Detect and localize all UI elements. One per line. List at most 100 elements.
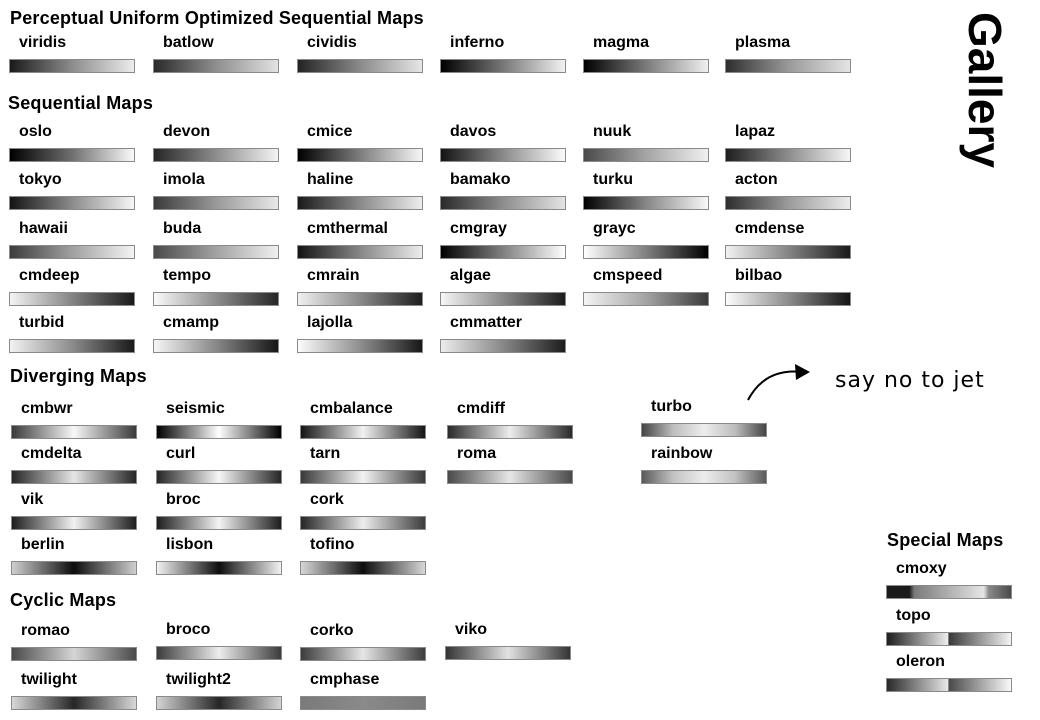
colormap-bar	[886, 678, 1012, 692]
colormap-berlin: berlin	[11, 535, 137, 575]
say-no-to-jet-note: say no to jet	[835, 368, 985, 393]
colormap-bar	[297, 59, 423, 73]
colormap-bar	[300, 696, 426, 710]
colormap-label: tempo	[163, 267, 211, 284]
colormap-bamako: bamako	[440, 170, 566, 210]
colormap-algae: algae	[440, 266, 566, 306]
colormap-cork: cork	[300, 490, 426, 530]
colormap-bar	[641, 470, 767, 484]
colormap-label: cmdeep	[19, 267, 80, 284]
colormap-bar	[300, 647, 426, 661]
colormap-label: roma	[457, 445, 497, 462]
colormap-cmgray: cmgray	[440, 219, 566, 259]
colormap-label: cmamp	[163, 314, 220, 331]
colormap-label: romao	[21, 622, 70, 639]
colormap-label: batlow	[163, 34, 214, 51]
colormap-corko: corko	[300, 621, 426, 661]
colormap-bar	[641, 423, 767, 437]
colormap-bar	[300, 561, 426, 575]
colormap-bar	[11, 470, 137, 484]
colormap-label: hawaii	[19, 220, 68, 237]
colormap-bar	[11, 561, 137, 575]
colormap-bar	[156, 561, 282, 575]
colormap-bar	[440, 292, 566, 306]
colormap-label: cmdiff	[457, 400, 505, 417]
colormap-inferno: inferno	[440, 33, 566, 73]
colormap-label: lapaz	[735, 123, 776, 140]
section-title-sequential: Sequential Maps	[8, 93, 154, 113]
colormap-bar	[583, 245, 709, 259]
colormap-label: cmice	[307, 123, 353, 140]
colormap-label: tarn	[310, 445, 341, 462]
colormap-label: broc	[166, 491, 201, 508]
colormap-label: oleron	[896, 653, 945, 670]
colormap-bar	[153, 245, 279, 259]
colormap-label: imola	[163, 171, 205, 188]
colormap-label: cmdelta	[21, 445, 82, 462]
colormap-bar	[153, 339, 279, 353]
colormap-bar	[297, 339, 423, 353]
colormap-bar	[9, 59, 135, 73]
colormap-rainbow: rainbow	[641, 444, 767, 484]
colormap-bar	[583, 148, 709, 162]
colormap-romao: romao	[11, 621, 137, 661]
colormap-bar	[156, 425, 282, 439]
section-title-perceptual: Perceptual Uniform Optimized Sequential …	[10, 8, 424, 28]
colormap-buda: buda	[153, 219, 279, 259]
colormap-bar	[300, 425, 426, 439]
colormap-bar	[725, 245, 851, 259]
colormap-label: cmmatter	[450, 314, 523, 331]
colormap-bar	[440, 59, 566, 73]
colormap-bar	[725, 148, 851, 162]
colormap-bar	[886, 632, 1012, 646]
colormap-oslo: oslo	[9, 122, 135, 162]
colormap-lisbon: lisbon	[156, 535, 282, 575]
colormap-label: oslo	[19, 123, 52, 140]
colormap-label: plasma	[735, 34, 791, 51]
colormap-bar	[297, 292, 423, 306]
colormap-cmbalance: cmbalance	[300, 399, 426, 439]
colormap-twilight: twilight	[11, 670, 137, 710]
colormap-label: algae	[450, 267, 491, 284]
colormap-bar	[440, 339, 566, 353]
colormap-label: cmthermal	[307, 220, 388, 237]
colormap-label: berlin	[21, 536, 65, 553]
colormap-bar	[447, 470, 573, 484]
gallery-title: Gallery	[955, 10, 1015, 170]
colormap-tokyo: tokyo	[9, 170, 135, 210]
colormap-lapaz: lapaz	[725, 122, 851, 162]
colormap-imola: imola	[153, 170, 279, 210]
colormap-label: bilbao	[735, 267, 783, 284]
colormap-cmice: cmice	[297, 122, 423, 162]
colormap-roma: roma	[447, 444, 573, 484]
colormap-bar	[9, 292, 135, 306]
section-title-special: Special Maps	[887, 530, 1004, 550]
colormap-label: cmphase	[310, 671, 380, 688]
colormap-cmrain: cmrain	[297, 266, 423, 306]
colormap-label: broco	[166, 621, 211, 638]
colormap-cmbwr: cmbwr	[11, 399, 137, 439]
colormap-davos: davos	[440, 122, 566, 162]
colormap-bar	[440, 148, 566, 162]
colormap-batlow: batlow	[153, 33, 279, 73]
colormap-label: twilight	[21, 671, 77, 688]
colormap-bar	[440, 196, 566, 210]
section-title-cyclic: Cyclic Maps	[10, 590, 117, 610]
colormap-bar	[583, 292, 709, 306]
colormap-acton: acton	[725, 170, 851, 210]
colormap-label: cork	[310, 491, 344, 508]
colormap-bar	[156, 696, 282, 710]
colormap-cmspeed: cmspeed	[583, 266, 709, 306]
colormap-viridis: viridis	[9, 33, 135, 73]
colormap-cmphase: cmphase	[300, 670, 426, 710]
section-title-diverging: Diverging Maps	[10, 366, 147, 386]
colormap-label: cmgray	[450, 220, 507, 237]
colormap-turbid: turbid	[9, 313, 135, 353]
colormap-bilbao: bilbao	[725, 266, 851, 306]
colormap-plasma: plasma	[725, 33, 851, 73]
colormap-label: davos	[450, 123, 497, 140]
colormap-label: cmoxy	[896, 560, 947, 577]
colormap-bar	[300, 470, 426, 484]
colormap-bar	[11, 696, 137, 710]
colormap-cmoxy: cmoxy	[886, 559, 1012, 599]
